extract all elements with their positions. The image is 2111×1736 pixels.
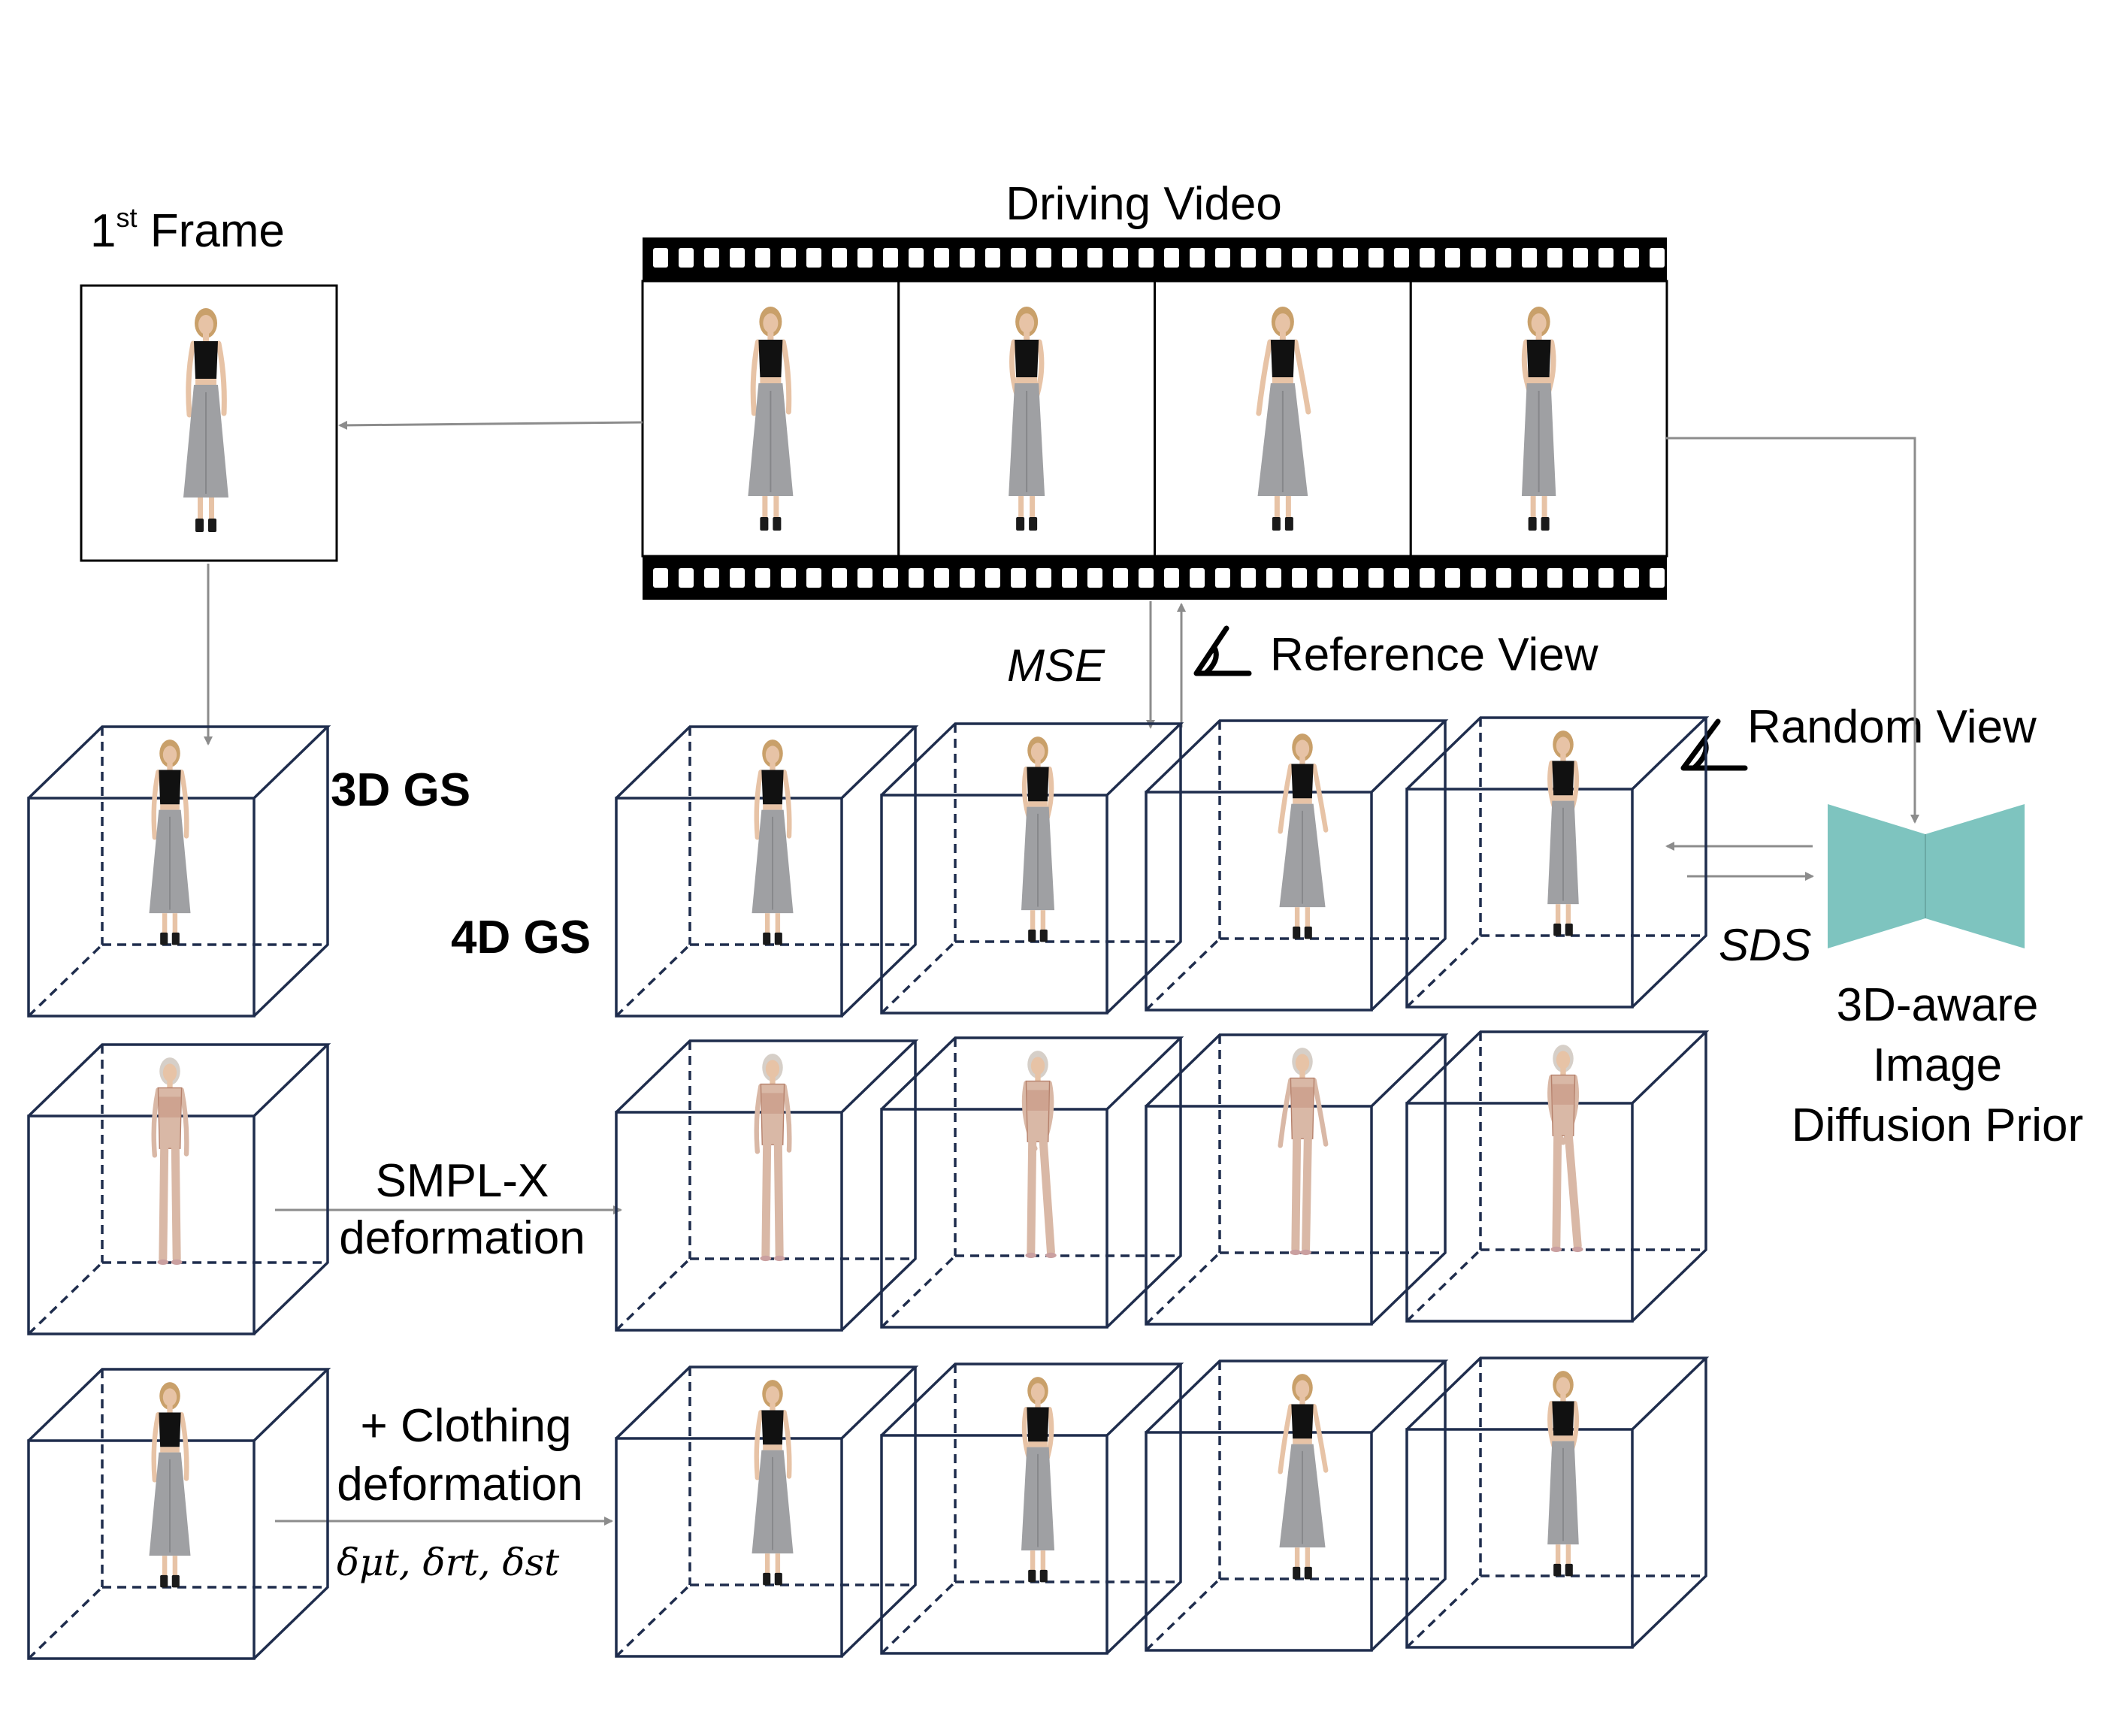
person-figure-icon [1278, 1048, 1329, 1256]
person-figure-icon [1547, 730, 1580, 936]
gaussian-cube [27, 1043, 331, 1335]
person-figure-icon [1256, 307, 1311, 531]
person-figure-icon [149, 1382, 191, 1588]
gaussian-cube [1405, 1356, 1710, 1649]
gaussian-cube [1405, 1030, 1710, 1323]
person-figure-icon [748, 307, 794, 531]
clothing-label-line1: + Clothing [361, 1400, 572, 1452]
gaussian-cube [1145, 1033, 1449, 1326]
clothing-label-line2: deformation [337, 1459, 582, 1511]
person-figure-icon [754, 1054, 792, 1262]
person-figure-icon [752, 1380, 794, 1586]
gaussian-cube [1145, 719, 1449, 1012]
flow-arrows [204, 420, 1919, 1526]
gaussian-cube [880, 1036, 1184, 1329]
first-frame-label: 1st Frame [90, 202, 285, 257]
person-figure-icon [183, 308, 228, 532]
person-figure-icon [1547, 1371, 1580, 1577]
gaussian-cube [615, 1039, 919, 1332]
person-figure-icon [1021, 736, 1054, 942]
person-figure-icon [149, 739, 191, 945]
4d-gs-label: 4D GS [451, 912, 591, 963]
person-figure-icon [151, 1057, 189, 1266]
video-to-prior-arrow [1665, 437, 1919, 824]
person-figure-icon [1547, 1045, 1583, 1253]
mse-label: MSE [1007, 640, 1105, 691]
person-figure-icon [1021, 1377, 1054, 1583]
person-figure-icon [752, 739, 794, 945]
angle-icon [1680, 718, 1748, 771]
gaussian-cube [27, 725, 331, 1018]
gaussian-cube [880, 722, 1184, 1015]
diffusion-prior-label-line1: 3D-aware [1837, 979, 2039, 1031]
gaussian-cube [1405, 716, 1710, 1009]
random-view-label: Random View [1747, 701, 2037, 753]
person-figure-icon [1278, 1374, 1329, 1580]
person-figure-icon [1521, 307, 1556, 531]
gaussian-cube [615, 725, 919, 1018]
clothing-params-label: δμt, δrt, δst [337, 1541, 560, 1584]
smplx-label-line2: deformation [339, 1212, 585, 1264]
diffusion-prior-label-line3: Diffusion Prior [1792, 1099, 2083, 1151]
sds-label: SDS [1719, 920, 1811, 970]
driving-video-label: Driving Video [1006, 178, 1282, 230]
gaussian-cube [27, 1368, 331, 1660]
gaussian-cube [615, 1366, 919, 1658]
video-to-first-frame-arrow [338, 420, 643, 430]
film-strip-icon [641, 237, 1668, 600]
reference-view-label: Reference View [1270, 629, 1598, 681]
diffusion-prior-label-line2: Image [1873, 1039, 2002, 1091]
angle-icon [1193, 625, 1252, 676]
person-figure-icon [1009, 307, 1045, 531]
3d-gs-label: 3D GS [331, 764, 470, 816]
person-figure-icon [1278, 733, 1329, 939]
smplx-label-line1: SMPL-X [376, 1155, 549, 1207]
gaussian-cube [880, 1362, 1184, 1655]
person-figure-icon [1021, 1051, 1057, 1259]
